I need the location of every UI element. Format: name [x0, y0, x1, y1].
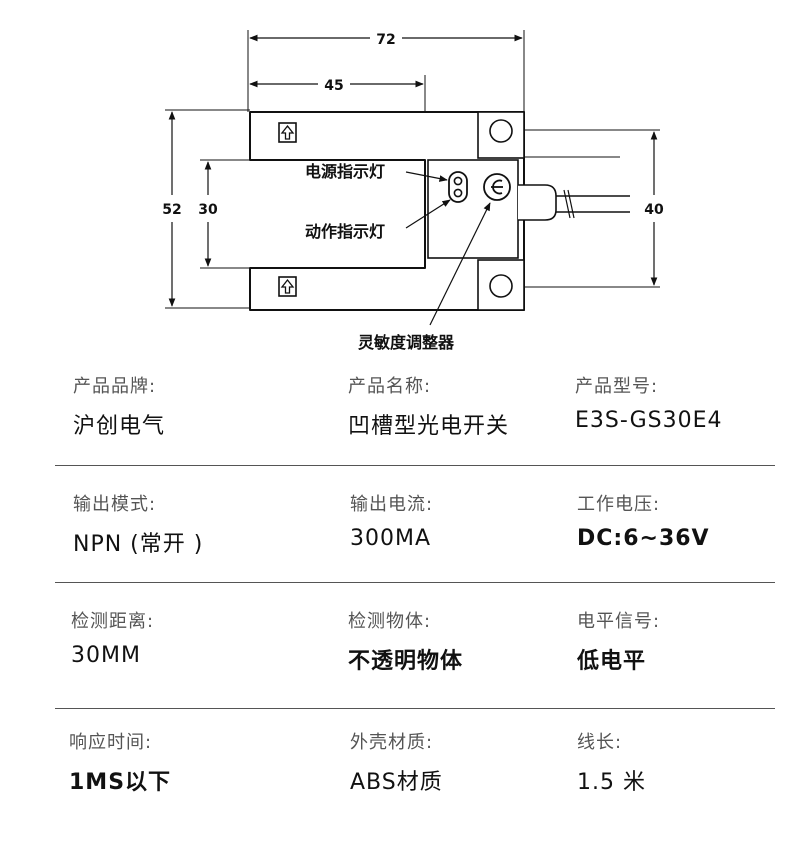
- spec-value: E3S-GS30E4: [575, 408, 723, 433]
- spec-cell-distance: 检测距离: 30MM: [71, 607, 311, 668]
- up-arrow-icon: [278, 122, 297, 143]
- sensitivity-knob-icon: [483, 173, 511, 201]
- spec-row: 响应时间: 1MS以下 外壳材质: ABS材质 线长: 1.5 米: [55, 728, 775, 844]
- dim-total-width: 72: [376, 32, 395, 48]
- dim-mount-spacing: 40: [644, 202, 664, 218]
- callout-power-led: 电源指示灯: [305, 162, 385, 181]
- divider: [55, 708, 775, 709]
- spec-label: 响应时间:: [69, 732, 153, 753]
- callout-sensitivity: 灵敏度调整器: [358, 333, 455, 352]
- spec-label: 输出电流:: [350, 494, 434, 515]
- spec-label: 电平信号:: [577, 611, 661, 632]
- dim-height: 52: [162, 202, 181, 218]
- spec-value: ABS材质: [350, 770, 443, 795]
- spec-cell-brand: 产品品牌: 沪创电气: [73, 372, 313, 440]
- spec-value: 凹槽型光电开关: [348, 414, 510, 439]
- callout-action-led: 动作指示灯: [305, 222, 385, 241]
- spec-cell-cable-length: 线长: 1.5 米: [577, 728, 800, 796]
- sensor-dimension-drawing: 72 45 52 30 40 电源指示灯 动作指示灯: [162, 30, 664, 352]
- spec-label: 检测距离:: [71, 611, 155, 632]
- spec-value: DC:6~36V: [577, 526, 710, 551]
- indicator-led-icon: [448, 171, 468, 203]
- spec-value: 1MS以下: [69, 770, 172, 795]
- spec-cell-level: 电平信号: 低电平: [577, 607, 800, 675]
- spec-cell-voltage: 工作电压: DC:6~36V: [577, 490, 800, 551]
- spec-cell-material: 外壳材质: ABS材质: [350, 728, 590, 796]
- spec-label: 工作电压:: [577, 494, 661, 515]
- mount-hole-icon: [489, 274, 513, 298]
- spec-value: 沪创电气: [73, 414, 166, 439]
- divider: [55, 582, 775, 583]
- spec-row: 输出模式: NPN (常开 ) 输出电流: 300MA 工作电压: DC:6~3…: [55, 490, 775, 606]
- spec-value: 低电平: [577, 649, 647, 674]
- spec-row: 产品品牌: 沪创电气 产品名称: 凹槽型光电开关 产品型号: E3S-GS30E…: [55, 372, 775, 488]
- spec-value: 30MM: [71, 643, 141, 668]
- spec-cell-output-mode: 输出模式: NPN (常开 ): [73, 490, 313, 558]
- spec-label: 产品品牌:: [73, 376, 157, 397]
- spec-cell-object: 检测物体: 不透明物体: [348, 607, 588, 675]
- spec-label: 外壳材质:: [350, 732, 434, 753]
- divider: [55, 465, 775, 466]
- spec-cell-output-current: 输出电流: 300MA: [350, 490, 590, 551]
- spec-label: 产品型号:: [575, 376, 659, 397]
- mount-hole-icon: [489, 119, 513, 143]
- spec-value: 300MA: [350, 526, 432, 551]
- dim-slot-gap: 30: [198, 202, 218, 218]
- spec-value: NPN (常开 ): [73, 532, 204, 557]
- spec-value: 不透明物体: [348, 649, 464, 674]
- spec-label: 检测物体:: [348, 611, 432, 632]
- spec-label: 输出模式:: [73, 494, 157, 515]
- spec-cell-product-name: 产品名称: 凹槽型光电开关: [348, 372, 588, 440]
- spec-label: 线长:: [577, 732, 623, 753]
- dim-slot-width: 45: [324, 78, 343, 94]
- spec-label: 产品名称:: [348, 376, 432, 397]
- spec-row: 检测距离: 30MM 检测物体: 不透明物体 电平信号: 低电平: [55, 607, 775, 723]
- spec-cell-model: 产品型号: E3S-GS30E4: [575, 372, 800, 433]
- up-arrow-icon: [278, 276, 297, 297]
- spec-cell-response: 响应时间: 1MS以下: [69, 728, 309, 796]
- spec-value: 1.5 米: [577, 770, 646, 795]
